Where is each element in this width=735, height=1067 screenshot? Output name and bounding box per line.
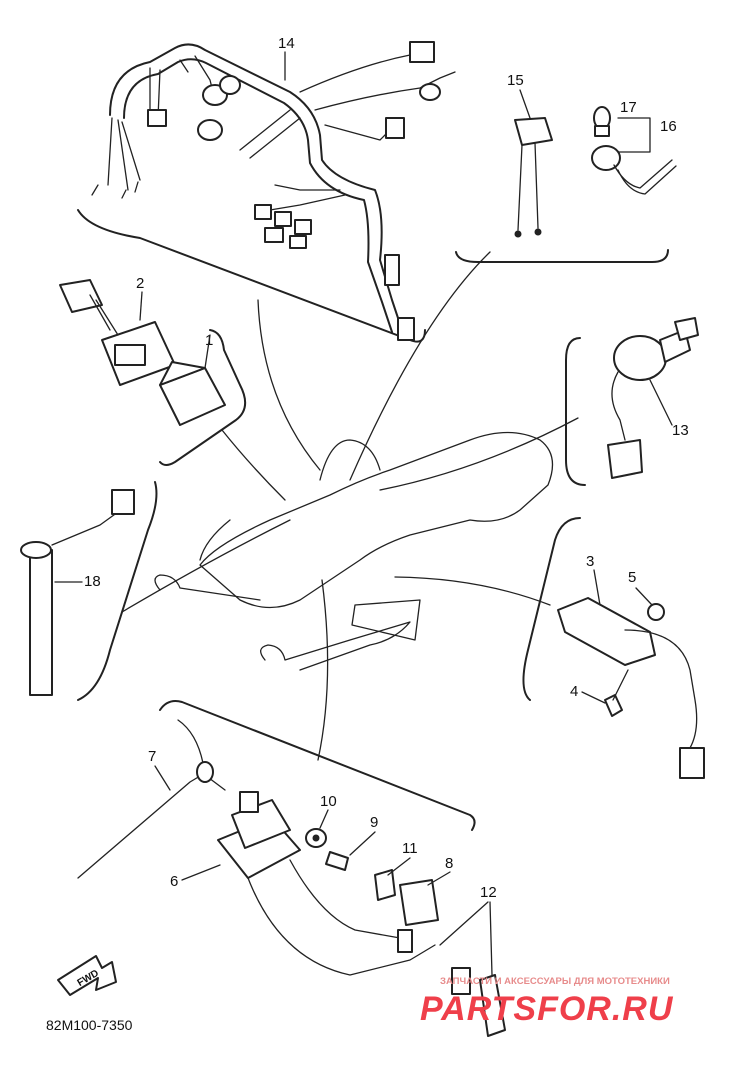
- callout-17: 17: [620, 99, 637, 116]
- callout-15: 15: [507, 72, 524, 89]
- group-brackets: [77, 209, 669, 831]
- callout-7: 7: [148, 748, 156, 765]
- callout-3: 3: [586, 553, 594, 570]
- callout-13: 13: [672, 422, 689, 439]
- cable-sensor: [20, 489, 135, 696]
- callout-10: 10: [320, 793, 337, 810]
- forward-arrow: FWD: [57, 955, 117, 996]
- callout-labels: 14 15 17 16 2 1 13 3 5 4 18 7 10 9 11 8 …: [54, 35, 689, 976]
- main-wire-harness: [91, 41, 456, 341]
- callout-9: 9: [370, 814, 378, 831]
- callout-4: 4: [570, 683, 578, 700]
- callout-14: 14: [278, 35, 295, 52]
- callout-5: 5: [628, 569, 636, 586]
- watermark-tagline: ЗАПЧАСТИ И АКСЕССУАРЫ ДЛЯ МОТОТЕХНИКИ: [440, 976, 670, 987]
- callout-8: 8: [445, 855, 453, 872]
- callout-2: 2: [136, 275, 144, 292]
- main-switch: [607, 317, 699, 479]
- chassis-outline: [154, 431, 554, 671]
- cdi-unit: [159, 361, 226, 426]
- ignition-coil-assembly: [77, 719, 506, 1037]
- relay-part: [514, 117, 553, 238]
- callout-12: 12: [480, 884, 497, 901]
- connector-part: [59, 279, 176, 386]
- watermark-brand: PARTSFOR.RU: [420, 990, 674, 1028]
- watermark: ЗАПЧАСТИ И АКСЕССУАРЫ ДЛЯ МОТОТЕХНИКИ PA…: [420, 976, 674, 1028]
- bulb-socket: [591, 117, 677, 195]
- callout-18: 18: [84, 573, 101, 590]
- voltage-regulator: [557, 597, 705, 779]
- callout-6: 6: [170, 873, 178, 890]
- callout-16: 16: [660, 118, 677, 135]
- indicator-bulb: [593, 106, 611, 137]
- callout-11: 11: [402, 840, 418, 857]
- drawing-code: 82M100-7350: [46, 1017, 133, 1033]
